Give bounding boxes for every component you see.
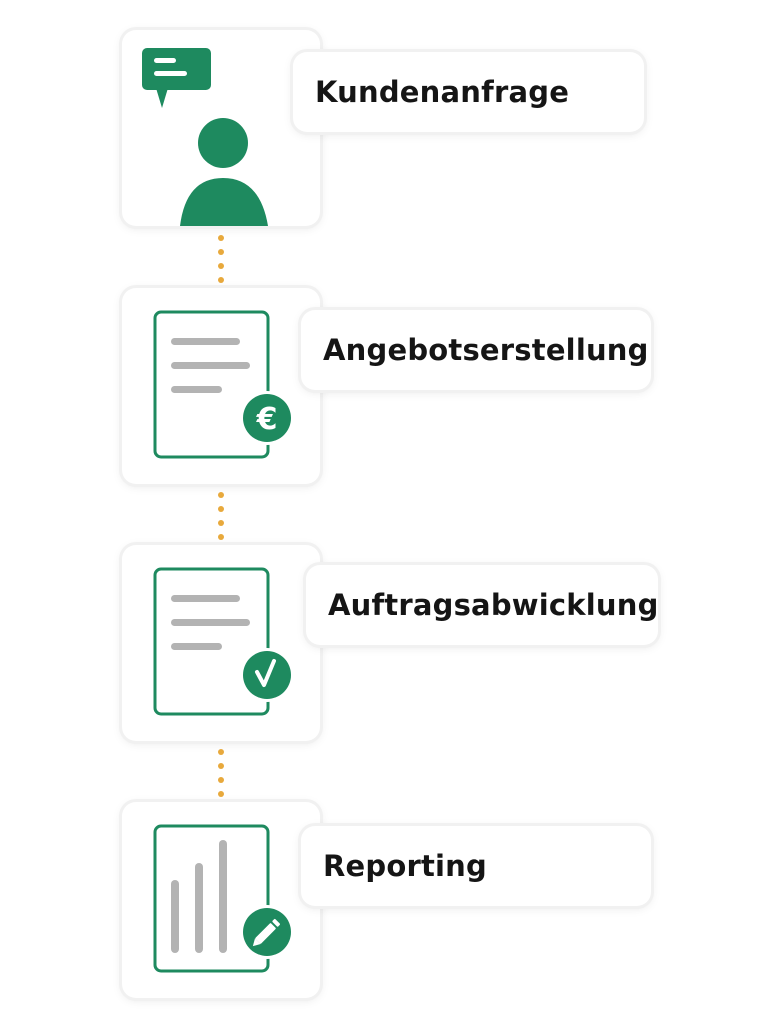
- bar-chart-edit-icon: [153, 824, 294, 973]
- step-3-label-card: Auftragsabwicklung: [306, 565, 658, 645]
- step-4-label-card: Reporting: [301, 826, 651, 906]
- connector-3: [218, 749, 224, 797]
- step-2-icon-card: €: [122, 288, 320, 484]
- step-3-label: Auftragsabwicklung: [328, 588, 658, 622]
- connector-1: [218, 235, 224, 283]
- step-1-icon-card: [122, 30, 320, 226]
- document-euro-icon: €: [153, 310, 294, 459]
- step-1-label: Kundenanfrage: [315, 75, 570, 109]
- step-2-label-card: Angebotserstellung: [301, 310, 651, 390]
- step-1-label-card: Kundenanfrage: [293, 52, 644, 132]
- svg-text:€: €: [256, 402, 278, 437]
- step-3-icon-card: [122, 545, 320, 741]
- document-check-icon: [153, 567, 294, 716]
- step-2-label: Angebotserstellung: [323, 333, 649, 367]
- step-4-label: Reporting: [323, 849, 487, 883]
- customer-request-icon: [142, 48, 268, 226]
- connector-2: [218, 492, 224, 540]
- step-4-icon-card: [122, 802, 320, 998]
